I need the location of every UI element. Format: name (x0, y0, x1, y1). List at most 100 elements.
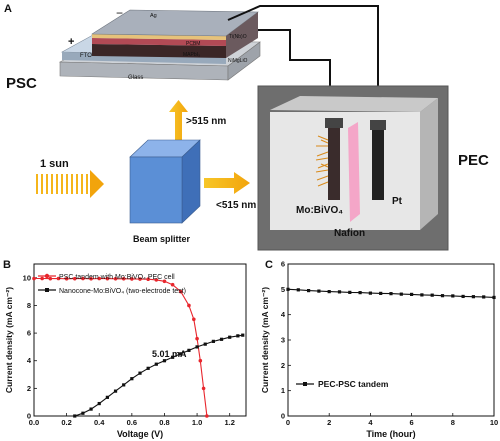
data-point (97, 401, 101, 406)
data-point (471, 295, 475, 299)
data-point (138, 371, 142, 375)
label-gt-515: >515 nm (186, 116, 226, 127)
label-ag: Ag (150, 13, 157, 19)
x-tick-label: 6 (410, 418, 414, 427)
label-nimglio: NiMgLiO (228, 58, 248, 64)
chart-b-legend: PSC tandem with Mo:BiVO₄ PEC cell Nanoco… (38, 273, 186, 295)
data-point (162, 279, 167, 284)
label-mapb: MAPbI₃ (183, 52, 200, 58)
label-glass: Glass (128, 75, 143, 81)
data-point (138, 277, 142, 281)
data-point (72, 276, 77, 281)
y-tick-label: 0 (281, 412, 285, 421)
data-point (64, 276, 69, 281)
y-tick-label: 0 (27, 412, 31, 421)
psc-label: PSC (6, 75, 37, 92)
pt-electrode (372, 128, 384, 200)
data-point (307, 289, 311, 293)
chart-b-xlabel: Voltage (V) (117, 429, 163, 439)
chart-b-frame (33, 263, 247, 417)
y-tick-label: 4 (281, 310, 286, 319)
data-point (492, 295, 496, 300)
stack-side (226, 12, 258, 58)
pt-label: Pt (392, 196, 403, 207)
x-tick-label: 8 (451, 418, 455, 427)
data-point (211, 339, 215, 343)
data-point (56, 276, 61, 281)
data-point (105, 395, 109, 399)
y-tick-label: 6 (27, 329, 31, 338)
nanocone-array (315, 135, 329, 187)
arrow-right-short-wavelength (204, 172, 250, 194)
data-point (198, 358, 203, 363)
chart-c-ylabel: Current density (mA cm⁻²) (260, 287, 270, 393)
panel-a-letter: A (4, 3, 12, 15)
legend-series-1: PSC tandem with Mo:BiVO₄ PEC cell (59, 274, 175, 281)
legend-series-2: Nanocone-Mo:BiVO₄ (two-electrode test) (59, 288, 186, 295)
chart-c-xlabel: Time (hour) (366, 429, 415, 439)
data-point (327, 290, 331, 294)
wire-fto-to-electrode (258, 29, 331, 130)
data-point (399, 292, 403, 296)
data-point (195, 336, 199, 341)
y-tick-label: 1 (281, 386, 285, 395)
data-point (461, 294, 465, 299)
legend-series-c: PEC-PSC tandem (318, 379, 389, 389)
label-fto: FTO (80, 53, 92, 59)
splitter-label: Beam splitter (133, 234, 191, 244)
y-tick-label: 6 (281, 260, 285, 269)
series-line-1 (74, 334, 243, 417)
chart-b-ylabel: Current density (mA cm⁻²) (4, 287, 14, 393)
x-tick-label: 1.2 (224, 418, 234, 427)
data-point (48, 276, 53, 281)
label-tinbo: Ti(Nb)O (229, 34, 247, 40)
y-tick-label: 10 (23, 273, 31, 282)
x-tick-label: 4 (368, 418, 373, 427)
beam-splitter-cube (129, 139, 201, 224)
panel-c-letter: C (265, 259, 273, 271)
x-tick-label: 0.0 (29, 418, 39, 427)
data-point (162, 359, 167, 363)
sun-beam-stripes (36, 174, 88, 194)
chart-c-legend: PEC-PSC tandem (296, 379, 389, 389)
sun-arrow-head (90, 170, 104, 198)
data-point (286, 287, 290, 291)
psc-device: Ag − Ti(Nb)O PCBM MAPbI₃ NiMgLiO FTO Gla… (58, 6, 261, 81)
perovskite-layer (92, 44, 226, 58)
data-point (389, 292, 393, 296)
chart-c-series (286, 287, 496, 300)
data-point (236, 334, 240, 338)
x-tick-label: 0.4 (94, 418, 105, 427)
x-tick-label: 0.6 (127, 418, 137, 427)
x-tick-label: 2 (327, 418, 331, 427)
pcbm-layer (92, 38, 226, 46)
data-point (171, 355, 175, 359)
chart-c-frame (287, 263, 495, 417)
x-tick-label: 0 (286, 418, 290, 427)
data-point (154, 278, 159, 282)
data-point (121, 276, 126, 281)
y-tick-label: 2 (27, 384, 31, 393)
data-point (482, 295, 486, 299)
data-point (146, 366, 150, 370)
data-point (170, 282, 175, 287)
sun-label: 1 sun (40, 158, 69, 170)
pec-cell-photo (257, 85, 449, 251)
data-point (113, 389, 118, 393)
label-lt-515: <515 nm (216, 200, 256, 211)
data-point (187, 348, 191, 352)
data-point (122, 383, 126, 387)
glass-layer-side (227, 41, 261, 81)
data-point (440, 294, 445, 298)
plus-sign: + (68, 36, 74, 48)
y-tick-label: 2 (281, 361, 285, 370)
legend-marker-black-c (303, 382, 307, 386)
data-point (296, 288, 300, 292)
data-point (178, 289, 183, 294)
arrow-up-long-wavelength (169, 100, 188, 160)
y-tick-label: 4 (27, 356, 32, 365)
y-tick-label: 3 (281, 336, 285, 345)
